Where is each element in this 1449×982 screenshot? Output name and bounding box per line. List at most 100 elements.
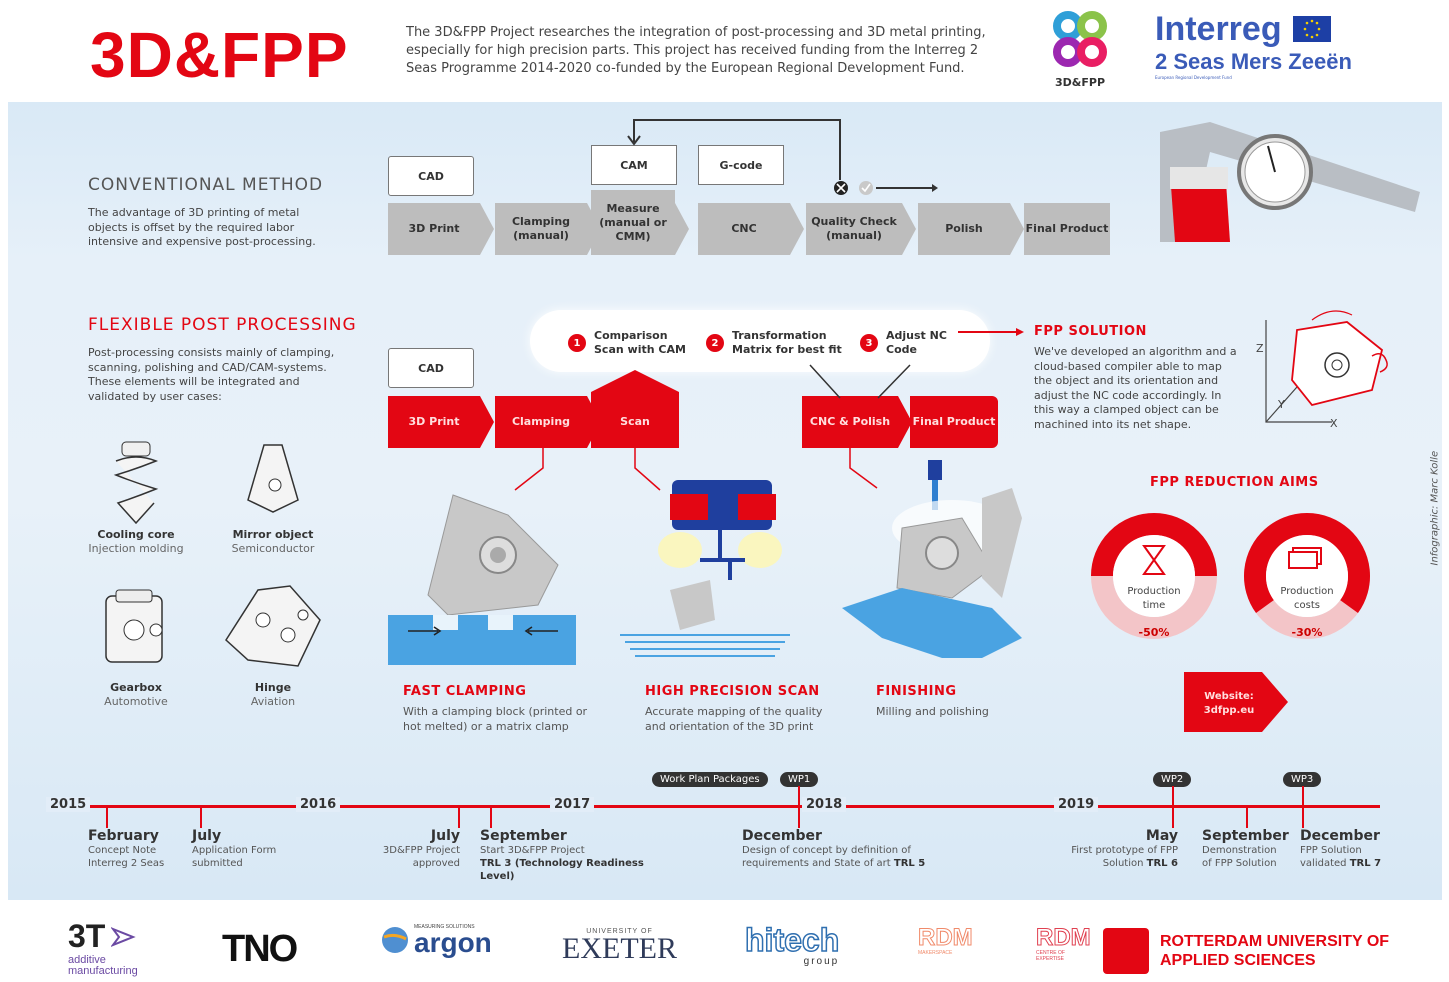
project-logo: 3D&FPP xyxy=(1048,10,1112,90)
axis-label-y: Y xyxy=(1278,398,1285,411)
cloud-step-3: 3 Adjust NC Code xyxy=(860,329,956,357)
cloud-to-solution-arrow xyxy=(958,328,1024,336)
event-jul-2016: July 3D&FPP Project approved xyxy=(382,828,460,869)
caption-1-desc: With a clamping block (printed or hot me… xyxy=(403,705,588,733)
partner-argon: MEASURING SOLUTIONS argon xyxy=(380,924,492,957)
partner-rdm-makerspace: RDM MAKERSPACE xyxy=(918,924,974,956)
caption-2-desc: Accurate mapping of the quality and orie… xyxy=(645,705,823,733)
use-case-2-sub: Semiconductor xyxy=(231,542,315,555)
conventional-title: CONVENTIONAL METHOD xyxy=(88,175,324,195)
conv-arrow-5 xyxy=(902,203,916,255)
use-case-2-name: Mirror object xyxy=(232,528,314,541)
cloud-step-1: 1 Comparison Scan with CAM xyxy=(568,329,686,357)
conv-step-quality-check: Quality Check (manual) xyxy=(806,203,902,255)
event-may-2019: May First prototype of FPP Solution TRL … xyxy=(1071,828,1178,869)
conventional-desc: The advantage of 3D printing of metal ob… xyxy=(88,206,316,248)
conv-step-3d-print: 3D Print xyxy=(388,203,480,255)
timeline-line xyxy=(60,805,1380,808)
event-jul-2015: July Application Form submitted xyxy=(192,828,277,869)
conv-step-clamping: Clamping (manual) xyxy=(495,203,587,255)
project-logo-label: 3D&FPP xyxy=(1054,76,1105,89)
use-case-1-name: Cooling core xyxy=(97,528,175,541)
tick-6 xyxy=(1172,786,1174,828)
use-case-3-sub: Automotive xyxy=(104,695,168,708)
flexible-title: FLEXIBLE POST PROCESSING xyxy=(88,315,357,335)
aim-time-value: -50% xyxy=(1138,626,1170,639)
intro-text: The 3D&FPP Project researches the integr… xyxy=(406,25,986,76)
interreg-logo: Interreg 2 Seas Mers Zeeën European Regi… xyxy=(1155,10,1365,95)
pill-wp3: WP3 xyxy=(1283,772,1322,787)
partner-tno: TNO xyxy=(222,928,298,970)
cloud-step-1-text: Comparison Scan with CAM xyxy=(594,329,686,356)
event-dec-2019: December FPP Solution validated TRL 7 xyxy=(1300,828,1382,869)
cloud-connectors xyxy=(514,364,911,491)
eu-flag-icon xyxy=(1292,16,1331,42)
aim-costs-value: -30% xyxy=(1291,626,1323,639)
cloud-step-2-number: 2 xyxy=(706,334,724,352)
partner-3t: 3T additive manufacturing xyxy=(68,918,138,977)
cloud-step-1-number: 1 xyxy=(568,334,586,352)
tick-8 xyxy=(1302,786,1304,828)
main-title: 3D&FPP xyxy=(90,19,349,91)
pill-wp1: WP1 xyxy=(780,772,819,787)
caption-3-desc: Milling and polishing xyxy=(876,705,989,718)
infographic-credit: Infographic: Marc Kolle xyxy=(1429,450,1441,566)
argon-globe-icon xyxy=(382,927,408,953)
use-case-4-name: Hinge xyxy=(254,681,292,694)
conv-step-polish: Polish xyxy=(918,203,1010,255)
website-link[interactable]: Website: 3dfpp.eu xyxy=(1203,691,1255,716)
cloud-step-3-number: 3 xyxy=(860,334,878,352)
interreg-subtitle: 2 Seas Mers Zeeën xyxy=(1155,49,1352,74)
flex-cad-tag: CAD xyxy=(388,348,474,388)
conv-step-cnc: CNC xyxy=(698,203,790,255)
aim-costs-label: Production costs xyxy=(1280,586,1334,611)
finishing-illustration xyxy=(842,460,1022,658)
use-case-3-name: Gearbox xyxy=(110,681,162,694)
year-2015: 2015 xyxy=(46,797,91,812)
axes-illustration xyxy=(1265,310,1388,423)
flex-step-cnc-polish: CNC & Polish xyxy=(802,396,898,448)
feedback-loop-arrow xyxy=(627,119,938,195)
flex-step-scan: Scan xyxy=(620,415,650,428)
flex-arrow-3 xyxy=(898,396,912,448)
3t-arrow-icon xyxy=(111,926,137,947)
year-2016: 2016 xyxy=(296,797,341,812)
scanner-illustration xyxy=(620,480,790,657)
pill-wp2: WP2 xyxy=(1153,772,1192,787)
year-2018: 2018 xyxy=(802,797,847,812)
project-logo-icon xyxy=(1053,11,1107,67)
flexible-desc: Post-processing consists mainly of clamp… xyxy=(88,346,335,403)
axis-label-x: X xyxy=(1330,417,1338,430)
event-sep-2019: September Demonstration of FPP Solution xyxy=(1202,828,1289,869)
axis-label-z: Z xyxy=(1256,342,1264,355)
aim-time-gauge xyxy=(1091,513,1217,639)
tick-7 xyxy=(1246,806,1248,828)
tick-1 xyxy=(106,806,108,828)
caliper-illustration xyxy=(1160,122,1420,242)
mirror-object-icon xyxy=(247,444,299,513)
tick-4 xyxy=(490,806,492,828)
partner-hitech: hitech group xyxy=(744,922,840,967)
hourglass-icon xyxy=(1142,545,1166,575)
tick-3 xyxy=(458,806,460,828)
conv-arrow-1 xyxy=(480,203,494,255)
flex-step-3d-print: 3D Print xyxy=(388,396,480,448)
caption-3-title: FINISHING xyxy=(876,684,957,699)
aims-title: FPP REDUCTION AIMS xyxy=(1150,475,1319,490)
cooling-core-icon xyxy=(113,441,159,525)
cloud-step-3-text: Adjust NC Code xyxy=(886,329,947,356)
cad-tag: CAD xyxy=(388,156,474,196)
gcode-tag: G-code xyxy=(698,145,784,185)
process-cloud xyxy=(530,310,990,372)
interreg-title: Interreg xyxy=(1155,10,1282,48)
cloud-step-2-text: Transformation Matrix for best fit xyxy=(732,329,842,356)
partner-rotterdam: ROTTERDAM UNIVERSITY OF APPLIED SCIENCES xyxy=(1160,933,1390,969)
aim-time-label: Production time xyxy=(1127,586,1181,611)
flex-step-final-product: Final Product xyxy=(910,396,998,448)
year-2019: 2019 xyxy=(1054,797,1099,812)
conv-step-measure: Measure (manual or CMM) xyxy=(591,190,675,255)
caption-2-title: HIGH PRECISION SCAN xyxy=(645,684,820,699)
solution-desc: We've developed an algorithm and a cloud… xyxy=(1034,345,1237,431)
conv-arrow-4 xyxy=(790,203,804,255)
tick-2 xyxy=(200,806,202,828)
